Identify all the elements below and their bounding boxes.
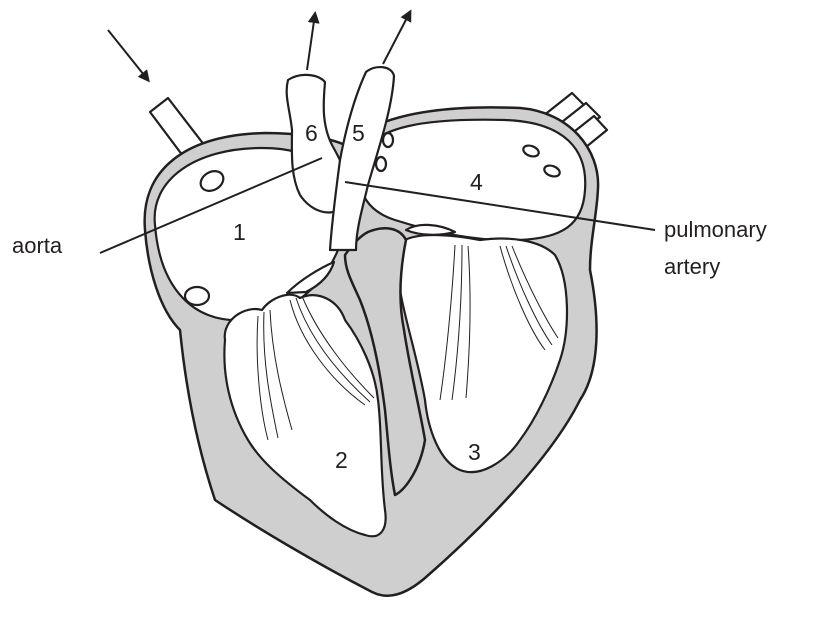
vessel-opening (185, 287, 209, 305)
label-aorta: aorta (12, 233, 63, 258)
label-artery: artery (664, 254, 720, 279)
chamber-number-4: 4 (470, 169, 483, 195)
vessel-opening (383, 133, 393, 147)
inflow-arrow (108, 30, 148, 80)
vessel-opening (376, 157, 386, 171)
chamber-number-2: 2 (335, 447, 348, 473)
aorta-outflow-arrow (307, 14, 315, 70)
label-pulmonary: pulmonary (664, 217, 767, 242)
chamber-number-5: 5 (352, 120, 365, 146)
pulmonary-outflow-arrow (383, 12, 410, 64)
chamber-number-1: 1 (233, 219, 246, 245)
chamber-number-3: 3 (468, 439, 481, 465)
chamber-number-6: 6 (305, 120, 318, 146)
